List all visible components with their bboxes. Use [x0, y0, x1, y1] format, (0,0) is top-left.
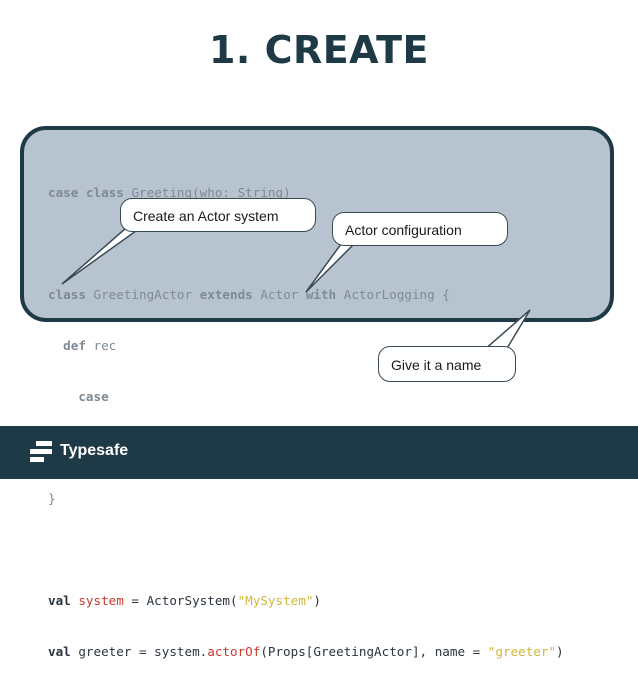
code-line-3: class GreetingActor extends Actor with A… [48, 287, 450, 302]
code-line-7: } [48, 491, 56, 506]
footer: Typesafe [0, 426, 638, 479]
slide-title: 1. CREATE [208, 28, 430, 72]
brand-name: Typesafe [60, 442, 129, 459]
callout-create-system: Create an Actor system [120, 198, 316, 232]
callout-tail-create-system [61, 228, 140, 285]
code-line-5: case [78, 389, 109, 404]
callout-tail-actor-config [305, 239, 360, 293]
code-line-1: case class Greeting(who: String) [48, 185, 291, 200]
code-line-10: val greeter = system.actorOf(Props[Greet… [48, 644, 564, 659]
callout-actor-config: Actor configuration [332, 212, 508, 246]
typesafe-logo-icon [30, 441, 52, 462]
code-line-4: def rec [63, 338, 117, 353]
code-line-9: val system = ActorSystem("MySystem") [48, 593, 321, 608]
callout-give-name: Give it a name [378, 346, 516, 382]
code-line-8 [48, 541, 564, 558]
